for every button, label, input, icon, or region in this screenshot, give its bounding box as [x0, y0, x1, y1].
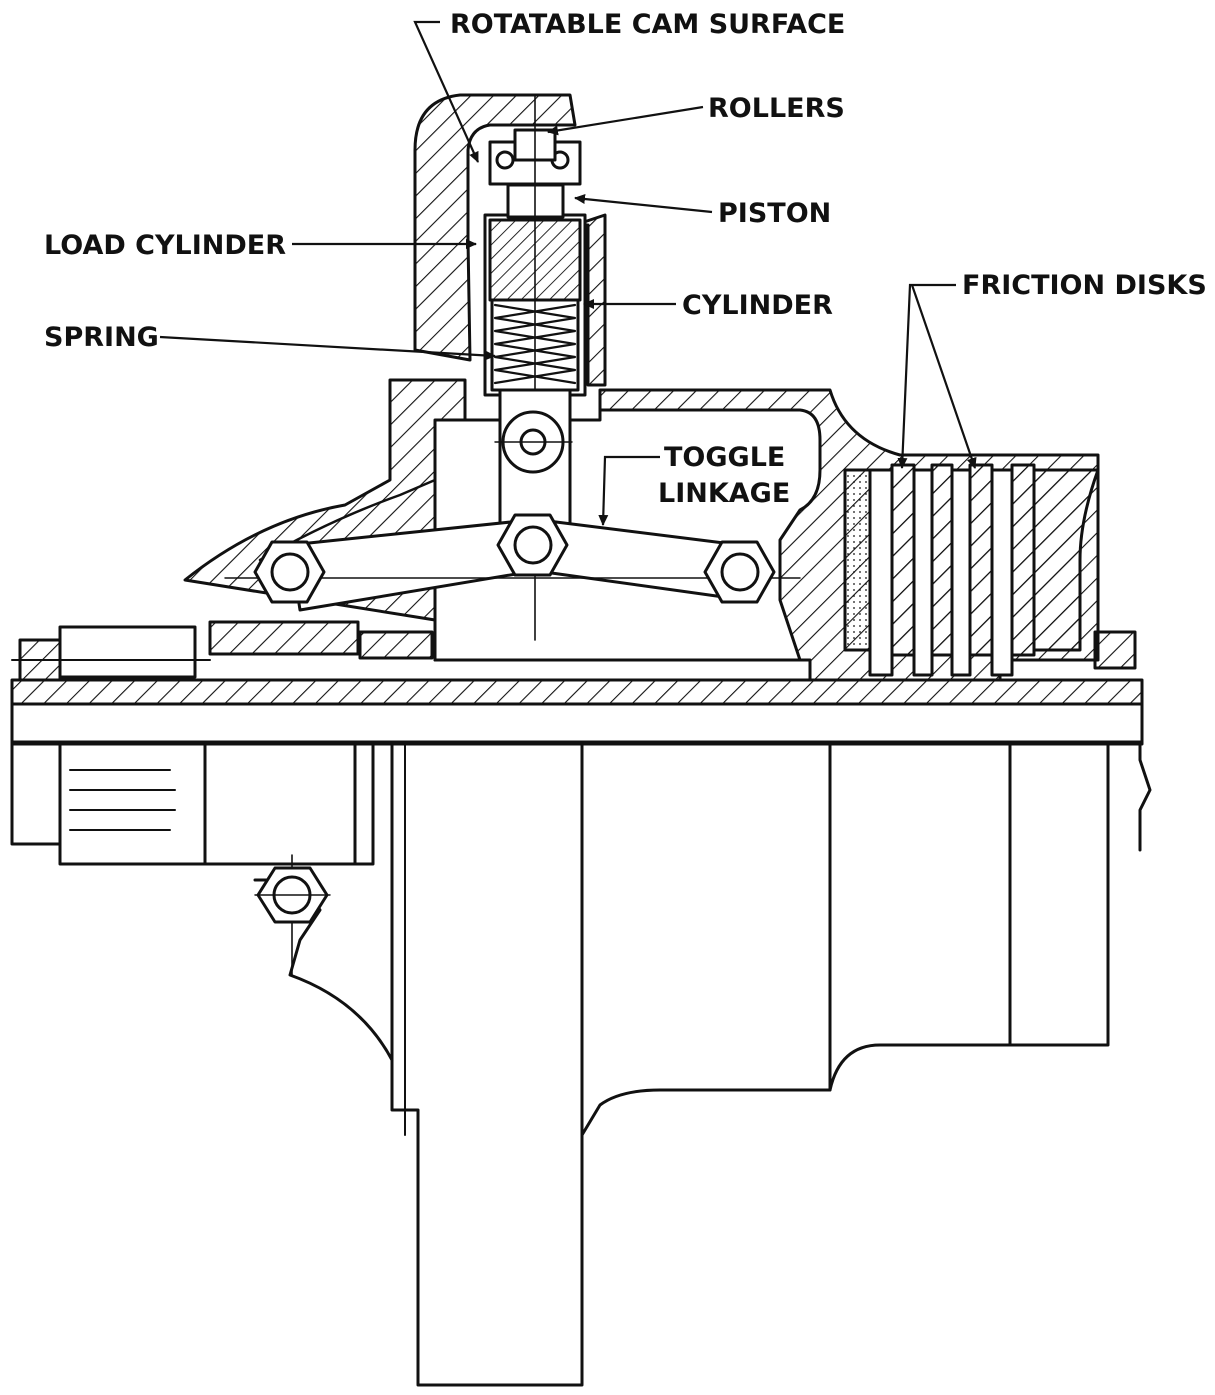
leader-spring [159, 335, 496, 361]
wheel-body [253, 742, 1152, 1387]
spline-hub [10, 620, 434, 866]
label-cylinder: CYLINDER [682, 290, 833, 321]
leader-piston [574, 194, 713, 214]
spring [493, 303, 577, 385]
label-friction-disks: FRICTION DISKS [962, 270, 1207, 301]
leader-rotatable-cam-surface [413, 20, 480, 163]
leader-friction-disks-a [897, 283, 956, 469]
label-spring: SPRING [44, 322, 159, 353]
label-rollers: ROLLERS [708, 93, 845, 124]
toggle-arms [224, 518, 801, 612]
friction-disk-pack [843, 463, 1137, 677]
main-shaft [10, 678, 1144, 746]
label-rotatable-cam-surface: ROTATABLE CAM SURFACE [450, 9, 845, 40]
leader-friction-disks-b [910, 284, 977, 469]
label-piston: PISTON [718, 198, 831, 229]
label-toggle: TOGGLE [664, 442, 785, 473]
upper-pivot-pin [494, 410, 573, 474]
leader-toggle-linkage [598, 455, 660, 526]
label-linkage: LINKAGE [658, 478, 790, 509]
right-pivot-nut [703, 540, 776, 604]
left-pivot-nut [253, 540, 326, 604]
leader-rollers [547, 105, 704, 136]
lower-nut [254, 866, 331, 924]
label-load-cylinder: LOAD CYLINDER [44, 230, 286, 261]
center-pivot-nut [496, 513, 569, 577]
